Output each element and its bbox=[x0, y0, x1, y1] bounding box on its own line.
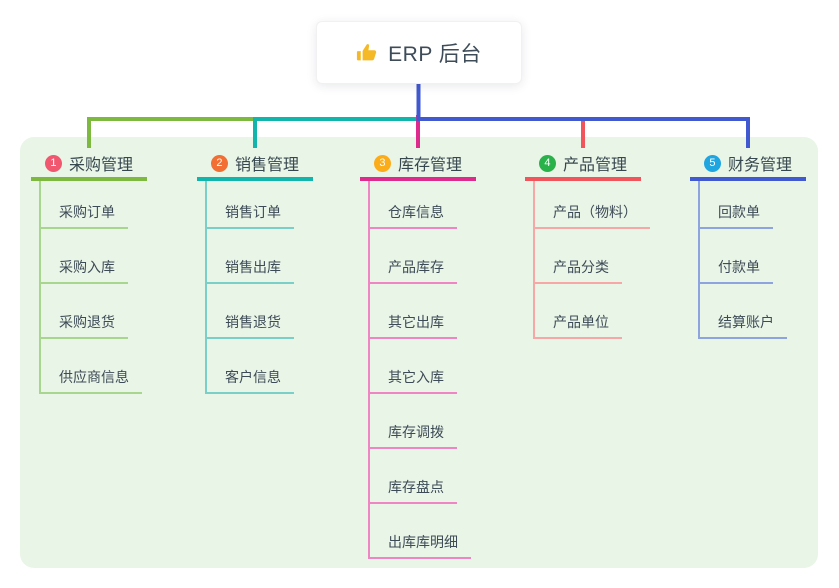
branch-label: 采购管理 bbox=[68, 157, 133, 174]
child-node[interactable]: 其它出库 bbox=[370, 284, 457, 339]
child-label: 其它出库 bbox=[388, 314, 444, 330]
child-node[interactable]: 仓库信息 bbox=[370, 181, 457, 229]
child-label: 供应商信息 bbox=[59, 369, 129, 385]
child-label: 客户信息 bbox=[225, 369, 281, 385]
child-label: 库存盘点 bbox=[388, 479, 444, 495]
child-node[interactable]: 供应商信息 bbox=[41, 339, 142, 394]
branch-children-3: 仓库信息产品库存其它出库其它入库库存调拨库存盘点出库库明细 bbox=[368, 181, 471, 559]
branch-node-3[interactable]: 3 库存管理 bbox=[360, 149, 476, 181]
branch-node-4[interactable]: 4 产品管理 bbox=[525, 149, 641, 181]
child-label: 销售订单 bbox=[225, 204, 281, 220]
branches-panel bbox=[20, 137, 818, 568]
child-node[interactable]: 出库库明细 bbox=[370, 504, 471, 559]
child-label: 出库库明细 bbox=[388, 534, 458, 550]
child-label: 其它入库 bbox=[388, 369, 444, 385]
child-label: 付款单 bbox=[718, 259, 760, 275]
child-label: 库存调拨 bbox=[388, 424, 444, 440]
child-label: 采购订单 bbox=[59, 204, 115, 220]
child-node[interactable]: 采购退货 bbox=[41, 284, 128, 339]
child-label: 产品（物料） bbox=[553, 204, 637, 220]
child-node[interactable]: 库存调拨 bbox=[370, 394, 457, 449]
child-node[interactable]: 销售退货 bbox=[207, 284, 294, 339]
branch-children-1: 采购订单采购入库采购退货供应商信息 bbox=[39, 181, 142, 394]
child-node[interactable]: 回款单 bbox=[700, 181, 773, 229]
branch-node-5[interactable]: 5 财务管理 bbox=[690, 149, 806, 181]
branch-label: 销售管理 bbox=[234, 157, 299, 174]
child-label: 采购入库 bbox=[59, 259, 115, 275]
child-node[interactable]: 付款单 bbox=[700, 229, 773, 284]
thumbs-up-icon bbox=[356, 42, 378, 64]
child-label: 结算账户 bbox=[718, 314, 774, 330]
branch-children-4: 产品（物料） 产品分类产品单位 bbox=[533, 181, 650, 339]
child-node[interactable]: 销售订单 bbox=[207, 181, 294, 229]
child-node[interactable]: 产品单位 bbox=[535, 284, 622, 339]
branch-label: 产品管理 bbox=[562, 157, 627, 174]
child-node[interactable]: 其它入库 bbox=[370, 339, 457, 394]
child-label: 产品单位 bbox=[553, 314, 609, 330]
branch-number-badge: 2 bbox=[210, 154, 228, 172]
child-label: 回款单 bbox=[718, 204, 760, 220]
branch-number-badge: 5 bbox=[703, 154, 721, 172]
child-node[interactable]: 库存盘点 bbox=[370, 449, 457, 504]
branch-label: 财务管理 bbox=[727, 157, 792, 174]
branch-children-5: 回款单付款单结算账户 bbox=[698, 181, 787, 339]
branch-number-badge: 4 bbox=[538, 154, 556, 172]
branch-number-badge: 1 bbox=[44, 154, 62, 172]
branch-number-badge: 3 bbox=[373, 154, 391, 172]
branch-label: 库存管理 bbox=[397, 157, 462, 174]
child-label: 销售出库 bbox=[225, 259, 281, 275]
child-node[interactable]: 销售出库 bbox=[207, 229, 294, 284]
child-label: 采购退货 bbox=[59, 314, 115, 330]
child-node[interactable]: 客户信息 bbox=[207, 339, 294, 394]
branch-children-2: 销售订单销售出库销售退货客户信息 bbox=[205, 181, 294, 394]
branch-node-1[interactable]: 1 采购管理 bbox=[31, 149, 147, 181]
child-node[interactable]: 产品库存 bbox=[370, 229, 457, 284]
child-node[interactable]: 采购订单 bbox=[41, 181, 128, 229]
child-node[interactable]: 产品分类 bbox=[535, 229, 622, 284]
branch-node-2[interactable]: 2 销售管理 bbox=[197, 149, 313, 181]
child-node[interactable]: 采购入库 bbox=[41, 229, 128, 284]
child-label: 销售退货 bbox=[225, 314, 281, 330]
child-node[interactable]: 结算账户 bbox=[700, 284, 787, 339]
root-node[interactable]: ERP 后台 bbox=[316, 21, 522, 84]
child-node[interactable]: 产品（物料） bbox=[535, 181, 650, 229]
child-label: 产品库存 bbox=[388, 259, 444, 275]
child-label: 仓库信息 bbox=[388, 204, 444, 220]
root-title: ERP 后台 bbox=[388, 42, 482, 66]
child-label: 产品分类 bbox=[553, 259, 609, 275]
